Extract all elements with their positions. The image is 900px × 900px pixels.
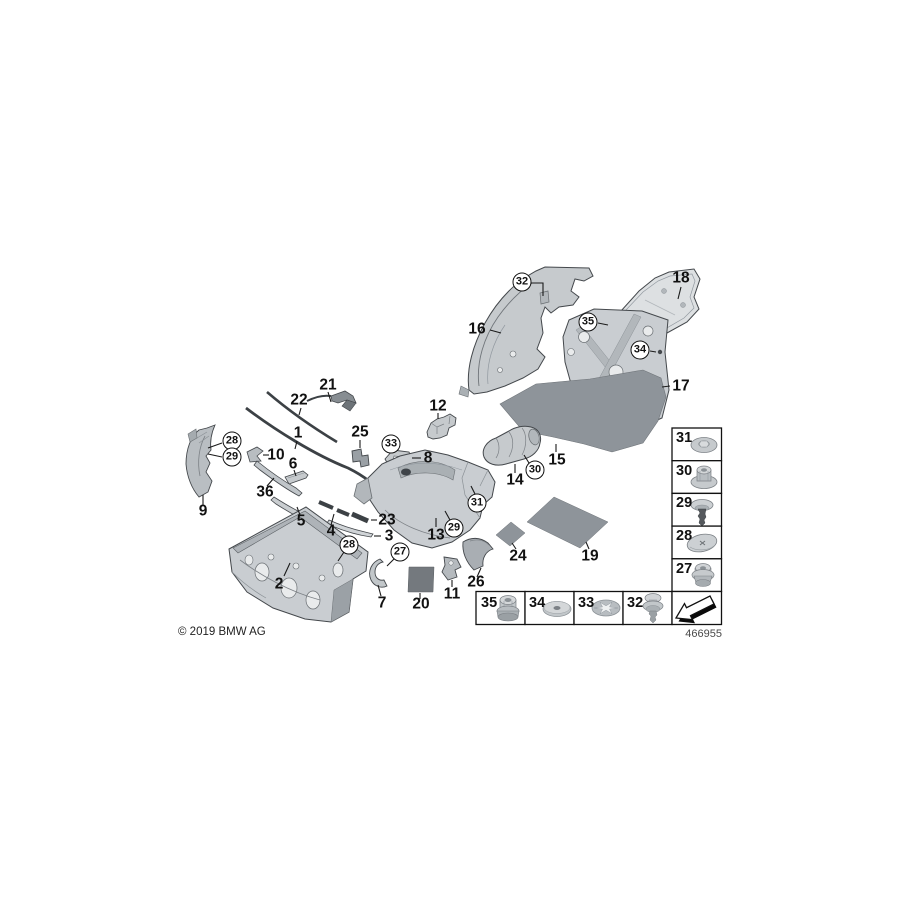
circled-callout-34: 34 [630,340,650,360]
part-19-drawing [526,496,609,549]
callout-18: 18 [672,269,690,287]
leader-lines [202,282,682,599]
part-36-drawing [253,460,303,497]
callout-4: 4 [326,522,336,540]
callout-24: 24 [509,547,527,565]
callout-1: 1 [293,424,303,442]
legend-item-32: 32 [627,595,644,611]
callout-8: 8 [423,449,433,467]
part-24-drawing [495,521,526,547]
callout-17: 17 [672,377,690,395]
callout-2: 2 [274,575,284,593]
callout-36: 36 [256,483,274,501]
circled-callout-32: 32 [512,272,532,292]
circled-callout-27: 27 [390,542,410,562]
circled-callout-35: 35 [578,312,598,332]
star-lock-washer-icon [591,599,621,617]
callout-13: 13 [427,526,445,544]
part-4-drawing [318,500,350,517]
circled-callout-29-b: 29 [444,518,464,538]
circled-callout-29-a: 29 [222,447,242,467]
circled-callout-30: 30 [525,460,545,480]
part-9-drawing [185,424,216,498]
expansion-rivet-icon [690,499,714,527]
hex-collar-nut-icon [496,595,520,622]
part-22-drawing [266,391,338,444]
callout-6: 6 [288,455,298,473]
callout-5: 5 [296,512,306,530]
callout-15: 15 [548,451,566,469]
part-3-drawing [326,519,374,538]
flange-collar-nut-icon [690,465,718,489]
part-12-drawing [426,413,457,440]
legend-item-31: 31 [676,430,693,446]
part-16-drawing [458,266,594,398]
legend-item-33: 33 [578,595,595,611]
callout-26: 26 [467,573,485,591]
callout-20: 20 [412,595,430,613]
part-11-drawing [441,556,462,581]
part-1-drawing [245,406,370,483]
legend-item-27: 27 [676,561,693,577]
legend-item-35: 35 [481,595,498,611]
part-10-drawing [246,446,264,463]
callout-16: 16 [468,320,486,338]
callout-14: 14 [506,471,524,489]
front-left-direction-arrow-icon [674,595,717,624]
part-14-drawing [482,425,542,466]
plastic-cap-nut-icon [691,563,715,587]
part-21-drawing [306,390,357,412]
part-15-drawing [499,369,667,453]
flat-washer-icon [542,601,572,617]
callout-23: 23 [378,511,396,529]
part-23-drawing [350,511,370,524]
part-2-drawing [228,506,369,623]
callout-10: 10 [267,446,285,464]
circled-callout-33: 33 [381,434,401,454]
callout-19: 19 [581,547,599,565]
dome-sheet-metal-clip-icon [686,533,718,553]
part-6-drawing [284,470,309,485]
legend-item-28: 28 [676,528,693,544]
callout-22: 22 [290,391,308,409]
callout-11: 11 [443,585,461,603]
expanding-clip-rivet-icon [642,593,664,624]
circled-callout-28-b: 28 [339,535,359,555]
part-25-drawing [351,448,370,468]
legend-item-30: 30 [676,463,693,479]
callout-7: 7 [377,594,387,612]
part-17-screw [657,349,663,355]
callout-25: 25 [351,423,369,441]
copyright-notice: © 2019 BMW AG [178,626,266,638]
callout-9: 9 [198,502,208,520]
part-20-drawing [407,566,435,593]
legend-item-29: 29 [676,495,693,511]
legend-item-34: 34 [529,595,546,611]
circled-callout-31: 31 [467,493,487,513]
callout-12: 12 [429,397,447,415]
callout-21: 21 [319,376,337,394]
part-26-drawing [462,537,494,571]
flange-push-nut-icon [690,437,718,453]
part-7-drawing [369,558,388,588]
diagram-number: 466955 [685,628,722,640]
callout-3: 3 [384,527,394,545]
